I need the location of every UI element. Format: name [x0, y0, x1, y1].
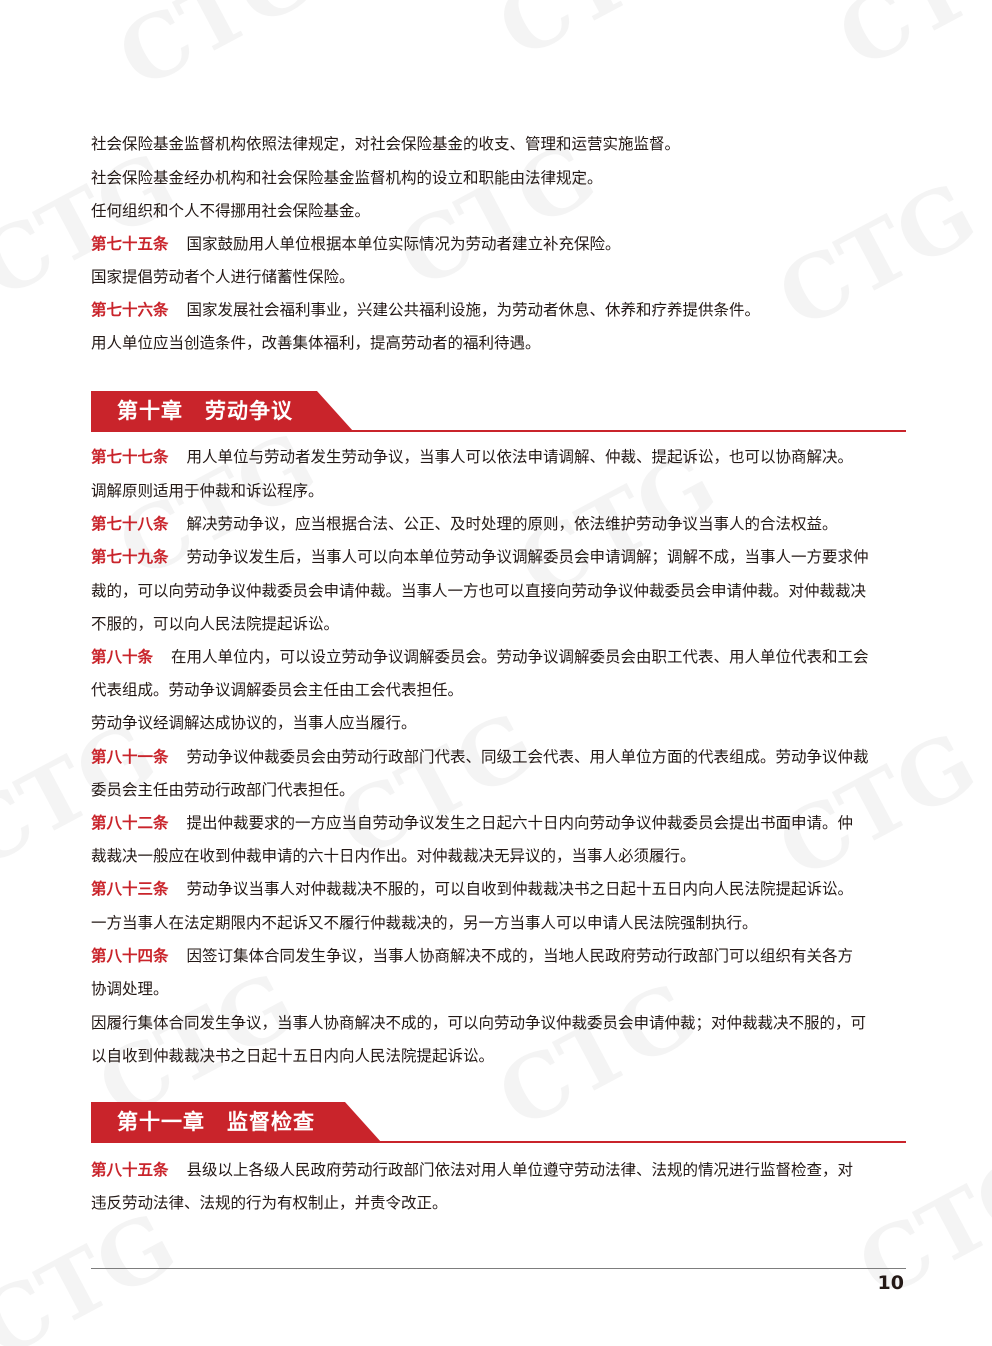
footer-rule: [91, 1268, 906, 1269]
paragraph-text: 提出仲裁要求的一方应当自劳动争议发生之日起六十日内向劳动争议仲裁委员会提出书面申…: [186, 814, 854, 832]
paragraph-line: 第七十八条解决劳动争议，应当根据合法、公正、及时处理的原则，依法维护劳动争议当事…: [91, 514, 906, 534]
paragraph-line: 第七十七条用人单位与劳动者发生劳动争议，当事人可以依法申请调解、仲裁、提起诉讼，…: [91, 447, 906, 467]
article-number: 第八十条: [91, 648, 154, 666]
paragraph-line: 国家提倡劳动者个人进行储蓄性保险。: [91, 267, 906, 287]
paragraph-line: 不服的，可以向人民法院提起诉讼。: [91, 614, 906, 634]
paragraph-line: 代表组成。劳动争议调解委员会主任由工会代表担任。: [91, 680, 906, 700]
chapter-banner: [91, 1102, 381, 1142]
paragraph-line: 裁的，可以向劳动争议仲裁委员会申请仲裁。当事人一方也可以直接向劳动争议仲裁委员会…: [91, 581, 906, 601]
chapter-banner: [91, 391, 353, 431]
paragraph-text: 因签订集体合同发生争议，当事人协商解决不成的，当地人民政府劳动行政部门可以组织有…: [186, 947, 854, 965]
paragraph-text: 代表组成。劳动争议调解委员会主任由工会代表担任。: [91, 681, 464, 699]
paragraph-line: 社会保险基金经办机构和社会保险基金监督机构的设立和职能由法律规定。: [91, 168, 906, 188]
watermark-text: CTG: [0, 1193, 192, 1346]
paragraph-line: 第七十九条劳动争议发生后，当事人可以向本单位劳动争议调解委员会申请调解；调解不成…: [91, 547, 906, 567]
paragraph-line: 第八十三条劳动争议当事人对仲裁裁决不服的，可以自收到仲裁裁决书之日起十五日内向人…: [91, 879, 906, 899]
paragraph-text: 委员会主任由劳动行政部门代表担任。: [91, 781, 355, 799]
chapter-rule: [91, 1141, 906, 1143]
article-number: 第八十四条: [91, 947, 169, 965]
paragraph-text: 用人单位与劳动者发生劳动争议，当事人可以依法申请调解、仲裁、提起诉讼，也可以协商…: [186, 448, 854, 466]
paragraph-line: 一方当事人在法定期限内不起诉又不履行仲裁裁决的，另一方当事人可以申请人民法院强制…: [91, 913, 906, 933]
paragraph-text: 裁的，可以向劳动争议仲裁委员会申请仲裁。当事人一方也可以直接向劳动争议仲裁委员会…: [91, 582, 867, 600]
paragraph-line: 任何组织和个人不得挪用社会保险基金。: [91, 201, 906, 221]
watermark-text: CTG: [822, 0, 992, 89]
paragraph-text: 用人单位应当创造条件，改善集体福利，提高劳动者的福利待遇。: [91, 334, 541, 352]
page-number: 10: [877, 1272, 904, 1294]
watermark-text: CTG: [762, 713, 991, 899]
paragraph-text: 劳动争议经调解达成协议的，当事人应当履行。: [91, 714, 417, 732]
paragraph-line: 社会保险基金监督机构依照法律规定，对社会保险基金的收支、管理和运营实施监督。: [91, 134, 906, 154]
article-number: 第七十七条: [91, 448, 169, 466]
paragraph-text: 因履行集体合同发生争议，当事人协商解决不成的，可以向劳动争议仲裁委员会申请仲裁；…: [91, 1014, 867, 1032]
paragraph-text: 任何组织和个人不得挪用社会保险基金。: [91, 202, 371, 220]
article-number: 第七十六条: [91, 301, 169, 319]
paragraph-line: 第七十五条国家鼓励用人单位根据本单位实际情况为劳动者建立补充保险。: [91, 234, 906, 254]
paragraph-line: 协调处理。: [91, 979, 906, 999]
paragraph-line: 裁裁决一般应在收到仲裁申请的六十日内作出。对仲裁裁决无异议的，当事人必须履行。: [91, 846, 906, 866]
chapter-heading: 第十一章 监督检查: [91, 1102, 906, 1144]
paragraph-line: 因履行集体合同发生争议，当事人协商解决不成的，可以向劳动争议仲裁委员会申请仲裁；…: [91, 1013, 906, 1033]
paragraph-text: 国家鼓励用人单位根据本单位实际情况为劳动者建立补充保险。: [186, 235, 621, 253]
paragraph-line: 违反劳动法律、法规的行为有权制止，并责令改正。: [91, 1193, 906, 1213]
paragraph-line: 第八十五条县级以上各级人民政府劳动行政部门依法对用人单位遵守劳动法律、法规的情况…: [91, 1160, 906, 1180]
watermark-text: CTG: [482, 0, 711, 79]
paragraph-text: 一方当事人在法定期限内不起诉又不履行仲裁裁决的，另一方当事人可以申请人民法院强制…: [91, 914, 758, 932]
paragraph-text: 在用人单位内，可以设立劳动争议调解委员会。劳动争议调解委员会由职工代表、用人单位…: [171, 648, 869, 666]
paragraph-text: 解决劳动争议，应当根据合法、公正、及时处理的原则，依法维护劳动争议当事人的合法权…: [186, 515, 838, 533]
paragraph-text: 劳动争议当事人对仲裁裁决不服的，可以自收到仲裁裁决书之日起十五日内向人民法院提起…: [186, 880, 854, 898]
watermark-text: CTG: [102, 413, 331, 599]
article-number: 第八十一条: [91, 748, 169, 766]
chapter-rule: [91, 430, 906, 432]
article-number: 第八十三条: [91, 880, 169, 898]
paragraph-text: 劳动争议仲裁委员会由劳动行政部门代表、同级工会代表、用人单位方面的代表组成。劳动…: [186, 748, 869, 766]
chapter-title: 第十章 劳动争议: [117, 399, 293, 423]
paragraph-text: 以自收到仲裁裁决书之日起十五日内向人民法院提起诉讼。: [91, 1047, 495, 1065]
paragraph-line: 委员会主任由劳动行政部门代表担任。: [91, 780, 906, 800]
paragraph-line: 以自收到仲裁裁决书之日起十五日内向人民法院提起诉讼。: [91, 1046, 906, 1066]
paragraph-line: 调解原则适用于仲裁和诉讼程序。: [91, 481, 906, 501]
paragraph-text: 裁裁决一般应在收到仲裁申请的六十日内作出。对仲裁裁决无异议的，当事人必须履行。: [91, 847, 696, 865]
watermark-text: CTG: [102, 0, 331, 109]
paragraph-text: 社会保险基金经办机构和社会保险基金监督机构的设立和职能由法律规定。: [91, 169, 603, 187]
paragraph-text: 协调处理。: [91, 980, 169, 998]
paragraph-line: 第七十六条国家发展社会福利事业，兴建公共福利设施，为劳动者休息、休养和疗养提供条…: [91, 300, 906, 320]
paragraph-text: 县级以上各级人民政府劳动行政部门依法对用人单位遵守劳动法律、法规的情况进行监督检…: [186, 1161, 854, 1179]
paragraph-text: 社会保险基金监督机构依照法律规定，对社会保险基金的收支、管理和运营实施监督。: [91, 135, 681, 153]
article-number: 第七十八条: [91, 515, 169, 533]
paragraph-line: 用人单位应当创造条件，改善集体福利，提高劳动者的福利待遇。: [91, 333, 906, 353]
paragraph-text: 国家提倡劳动者个人进行储蓄性保险。: [91, 268, 355, 286]
paragraph-line: 劳动争议经调解达成协议的，当事人应当履行。: [91, 713, 906, 733]
chapter-heading: 第十章 劳动争议: [91, 391, 906, 433]
watermark-text: CTG: [0, 133, 192, 319]
paragraph-text: 调解原则适用于仲裁和诉讼程序。: [91, 482, 324, 500]
paragraph-text: 违反劳动法律、法规的行为有权制止，并责令改正。: [91, 1194, 448, 1212]
paragraph-line: 第八十二条提出仲裁要求的一方应当自劳动争议发生之日起六十日内向劳动争议仲裁委员会…: [91, 813, 906, 833]
paragraph-line: 第八十四条因签订集体合同发生争议，当事人协商解决不成的，当地人民政府劳动行政部门…: [91, 946, 906, 966]
paragraph-line: 第八十条在用人单位内，可以设立劳动争议调解委员会。劳动争议调解委员会由职工代表、…: [91, 647, 906, 667]
paragraph-line: 第八十一条劳动争议仲裁委员会由劳动行政部门代表、同级工会代表、用人单位方面的代表…: [91, 747, 906, 767]
paragraph-text: 国家发展社会福利事业，兴建公共福利设施，为劳动者休息、休养和疗养提供条件。: [186, 301, 761, 319]
paragraph-text: 不服的，可以向人民法院提起诉讼。: [91, 615, 340, 633]
paragraph-text: 劳动争议发生后，当事人可以向本单位劳动争议调解委员会申请调解；调解不成，当事人一…: [186, 548, 869, 566]
article-number: 第七十九条: [91, 548, 169, 566]
chapter-title: 第十一章 监督检查: [117, 1110, 315, 1134]
watermark-text: CTG: [762, 163, 991, 349]
article-number: 第七十五条: [91, 235, 169, 253]
article-number: 第八十五条: [91, 1161, 169, 1179]
article-number: 第八十二条: [91, 814, 169, 832]
